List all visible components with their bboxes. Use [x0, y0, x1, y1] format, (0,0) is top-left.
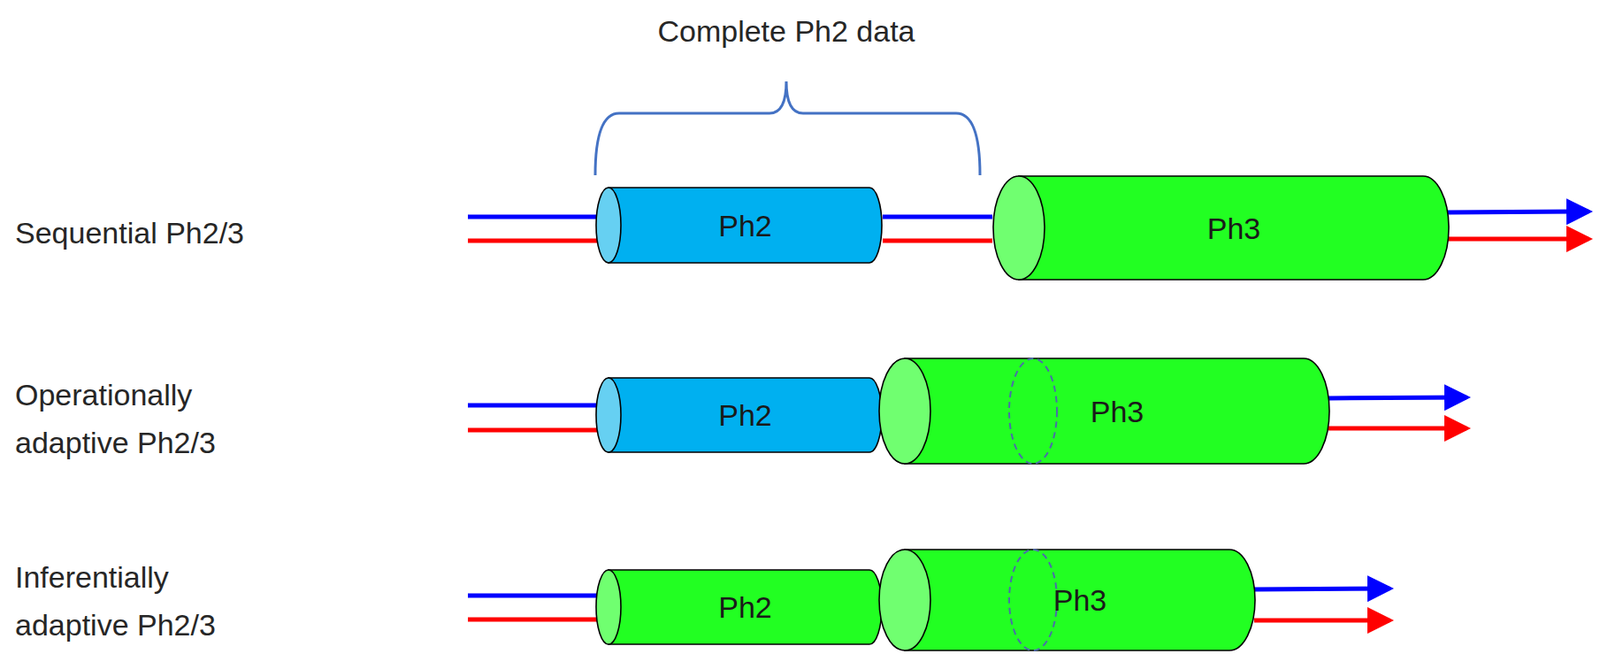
phase-cylinder: Ph2 [595, 186, 883, 264]
phase-name: Ph2 [718, 207, 773, 243]
stream-connector [882, 238, 993, 244]
phase-cylinder: Ph2 [595, 568, 883, 645]
phase-cylinder: Ph2 [595, 376, 883, 453]
phase-name: Ph2 [718, 398, 773, 433]
data-bracket [595, 81, 980, 176]
phase-name: Ph2 [718, 589, 773, 625]
row-label: Operationally adaptive Ph2/3 [15, 370, 245, 467]
row-label: Sequential Ph2/3 [15, 214, 245, 251]
phase-name: Ph3 [1207, 210, 1262, 245]
phase-cylinder: Ph3 [878, 548, 1256, 651]
phase-name: Ph3 [1053, 582, 1108, 618]
row-label: Inferentially adaptive Ph2/3 [15, 552, 245, 649]
phase-cylinder: Ph3 [878, 357, 1331, 465]
stream-connector [882, 214, 993, 220]
phase-cylinder: Ph3 [992, 175, 1450, 281]
phase-name: Ph3 [1090, 393, 1145, 429]
bracket-label: Complete Ph2 data [657, 13, 915, 49]
